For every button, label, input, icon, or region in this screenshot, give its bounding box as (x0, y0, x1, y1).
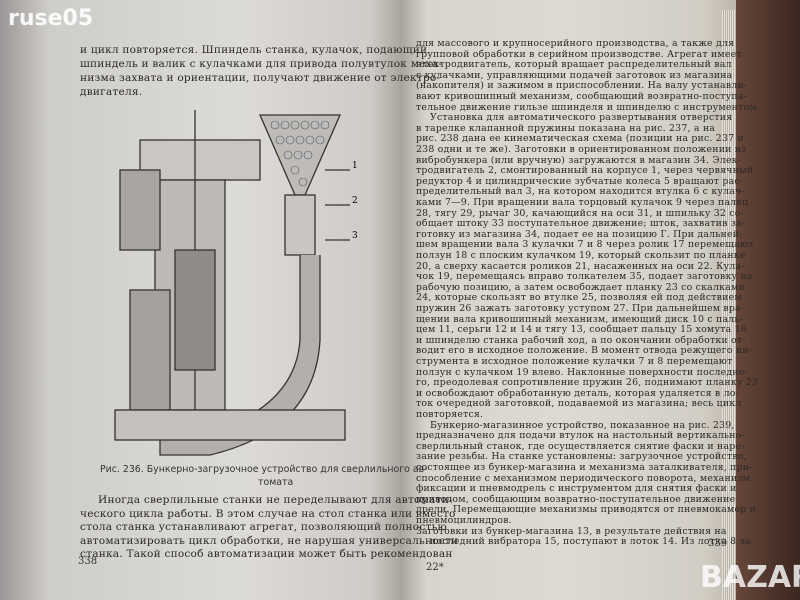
text-line: фиксации и пневмодрель с инструментом дл… (416, 483, 737, 495)
text-line: рис. 238 дана ее кинематическая схема (п… (416, 133, 744, 145)
right-page-number: 339 (708, 538, 728, 549)
text-line: групповой обработки в серийном производс… (416, 48, 742, 60)
text-line: ческого цикла работы. В этом случае на с… (80, 507, 456, 520)
text-line: пневмоцилиндров. (416, 515, 512, 526)
text-line: последний вибратора 15, поступают в лото… (430, 536, 754, 548)
text-line: в тарелке клапанной пружины показана на … (416, 122, 716, 134)
text-line: и шпинделю станка рабочий ход, а по окон… (416, 334, 746, 346)
text-line: для массового и крупносерийного производ… (416, 38, 735, 49)
text-line: повторяется. (416, 409, 484, 420)
text-line: (накопителя) и зажимом в приспособлении.… (416, 80, 748, 92)
signature-mark: 22* (426, 562, 444, 573)
text-line: с кулачками, управляющими подачей загото… (416, 69, 733, 81)
text-line: редуктор 4 и цилиндрические зубчатые кол… (416, 175, 744, 187)
text-line: и освобождают обработанную деталь, котор… (416, 387, 739, 399)
text-line: Бункерно-магазинное устройство, показанн… (430, 419, 735, 431)
text-line: щении вала кривошипный механизм, имеющий… (416, 313, 744, 325)
text-line: шем вращении вала 3 кулачки 7 и 8 через … (416, 239, 754, 251)
book-cover-edge (730, 0, 800, 600)
text-line: общает штоку 33 поступательное движение;… (416, 218, 746, 230)
text-line: ками 7—9. При вращении вала торцовый кул… (416, 197, 749, 208)
text-line: приводом, сообщающим возвратно-поступате… (416, 493, 736, 505)
figure-caption-continuation: томата (258, 477, 294, 488)
text-line: тельное движение гильзе шпинделя и шпинд… (416, 101, 760, 113)
text-line: 238 одни и те же). Заготовки в ориентиро… (416, 144, 747, 155)
figure-label-3: 3 (352, 231, 358, 241)
text-line: струмента в исходное положение кулачки 7… (416, 356, 733, 367)
text-line: готовку из магазина 34, подает ее на поз… (416, 228, 743, 240)
text-line: электродвигатель, который вращает распре… (416, 59, 732, 71)
text-line: 28, тягу 29, рычаг 30, качающийся на оси… (416, 207, 744, 219)
text-line: шпиндель и валик с кулачками для привода… (80, 58, 443, 70)
watermark-bazar: BAZAR (700, 560, 800, 595)
text-line: способление с механизмом периодического … (416, 472, 751, 484)
text-line: 20, а сверху касается роликов 21, насаже… (416, 260, 745, 272)
text-line: станка. Такой способ автоматизации может… (80, 548, 453, 560)
figure-236-drawing: 1 2 3 (114, 110, 358, 456)
text-line: цем 11, серьги 12 и 14 и тягу 13, сообща… (416, 324, 747, 336)
text-line: 24, которые скользят во втулке 25, позво… (416, 292, 742, 304)
text-line: тродвигатель 2, смонтированный на корпус… (416, 165, 754, 177)
figure-label-2: 2 (352, 196, 358, 206)
text-line: ползун с кулачком 19 влево. Наклонные по… (416, 366, 748, 378)
text-line: пружин 26 зажать заготовку уступом 27. П… (416, 303, 745, 314)
text-line: стола станка устанавливают агрегат, позв… (80, 521, 447, 533)
text-line: автоматизировать цикл обработки, не нару… (80, 534, 459, 547)
figure-label-1: 1 (352, 161, 358, 171)
text-line: ток очередной заготовкой, подаваемой из … (416, 398, 742, 410)
text-line: го, преодолевая сопротивление пружин 26,… (416, 377, 759, 389)
text-line: ползун 18 с плоским кулачком 19, который… (416, 250, 746, 261)
text-line: и цикл повторяется. Шпиндель станка, кул… (80, 44, 428, 56)
text-line: пределительный вал 3, на котором находит… (416, 186, 745, 198)
text-line: вибробункера (или вручную) загружаются в… (416, 154, 742, 166)
text-line: Иногда сверлильные станки не переделываю… (98, 494, 453, 506)
figure-caption: Рис. 236. Бункерно-загрузочное устройств… (100, 464, 428, 475)
right-page (400, 0, 736, 600)
text-line: рабочую позицию, а затем освобождает пла… (416, 281, 745, 293)
text-line: предназначено для подачи втулок на насто… (416, 430, 745, 442)
text-line: Заготовки из бункер-магазина 13, в резул… (416, 525, 727, 537)
text-line: чок 19, перемещаясь вправо толкателем 35… (416, 271, 753, 283)
text-line: состоящее из бункер-магазина и механизма… (416, 462, 753, 473)
watermark-ruse05: ruse05 (8, 6, 94, 31)
text-line: сверлильный станок, где осуществляется с… (416, 440, 745, 452)
text-line: Установка для автоматического развертыва… (430, 112, 733, 124)
text-line: вают кривошипный механизм, сообщающий во… (416, 91, 748, 102)
text-line: водит его в исходное положение. В момент… (416, 345, 753, 357)
text-line: двигателя. (80, 86, 143, 98)
page-stack-edge (722, 10, 736, 600)
left-page-number: 338 (78, 556, 98, 567)
text-line: зание резьбы. На станке установлены: заг… (416, 451, 747, 463)
text-line: дрели. Перемещающие механизмы приводятся… (416, 504, 757, 516)
text-line: низма захвата и ориентации, получают дви… (80, 72, 441, 84)
